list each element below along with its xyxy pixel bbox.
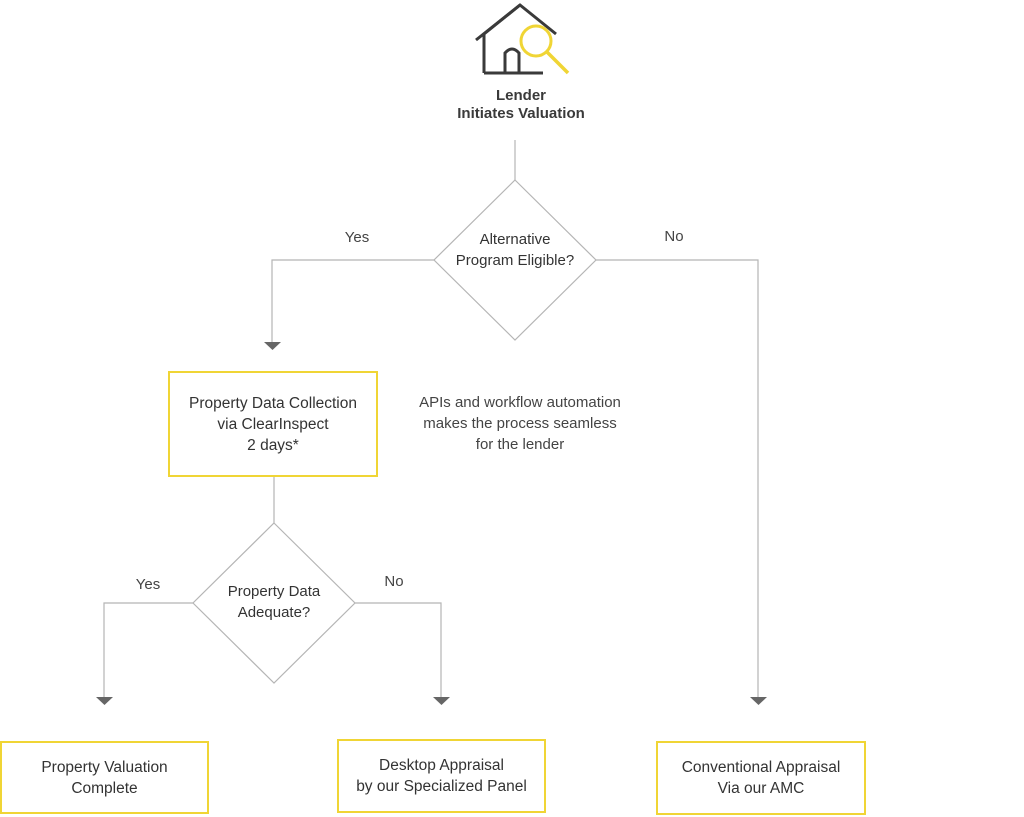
decision-program-diamond (433, 179, 597, 341)
box-valuation-complete: Property Valuation Complete (0, 741, 209, 814)
decision-data-diamond (192, 522, 356, 684)
box-conventional-appraisal: Conventional Appraisal Via our AMC (656, 741, 866, 815)
arrowhead-complete (96, 697, 113, 705)
decision-program-text: Alternative Program Eligible? (455, 231, 575, 269)
connector-data-no (355, 602, 442, 697)
box-data-collection-text: Property Data Collection via ClearInspec… (189, 394, 357, 454)
start-label-lender: Lender (495, 87, 546, 104)
box-valuation-complete-text: Property Valuation Complete (41, 758, 168, 797)
box-desktop-appraisal: Desktop Appraisal by our Specialized Pan… (337, 739, 546, 813)
decision-program-no-label: No (664, 228, 684, 245)
decision-data-no-label: No (384, 573, 404, 590)
box-conventional-appraisal-text: Conventional Appraisal Via our AMC (681, 759, 841, 797)
connector-lines (103, 140, 759, 697)
arrowhead-desktop (433, 697, 450, 705)
box-data-collection: Property Data Collection via ClearInspec… (168, 371, 378, 477)
connector-data-yes (103, 602, 193, 697)
connector-program-yes (271, 259, 434, 342)
automation-note: APIs and workflow automation makes the p… (419, 394, 621, 453)
connector-program-no (596, 259, 759, 697)
house-search-icon (475, 3, 570, 75)
start-label-initiates: Initiates Valuation (457, 105, 585, 122)
decision-data-yes-label: Yes (135, 576, 161, 593)
decision-data-text: Property Data Adequate? (227, 583, 321, 621)
box-desktop-appraisal-text: Desktop Appraisal by our Specialized Pan… (356, 757, 527, 795)
arrowheads (96, 342, 767, 705)
decision-program-yes-label: Yes (344, 229, 370, 246)
arrowhead-collection (264, 342, 281, 350)
arrowhead-conventional (750, 697, 767, 705)
